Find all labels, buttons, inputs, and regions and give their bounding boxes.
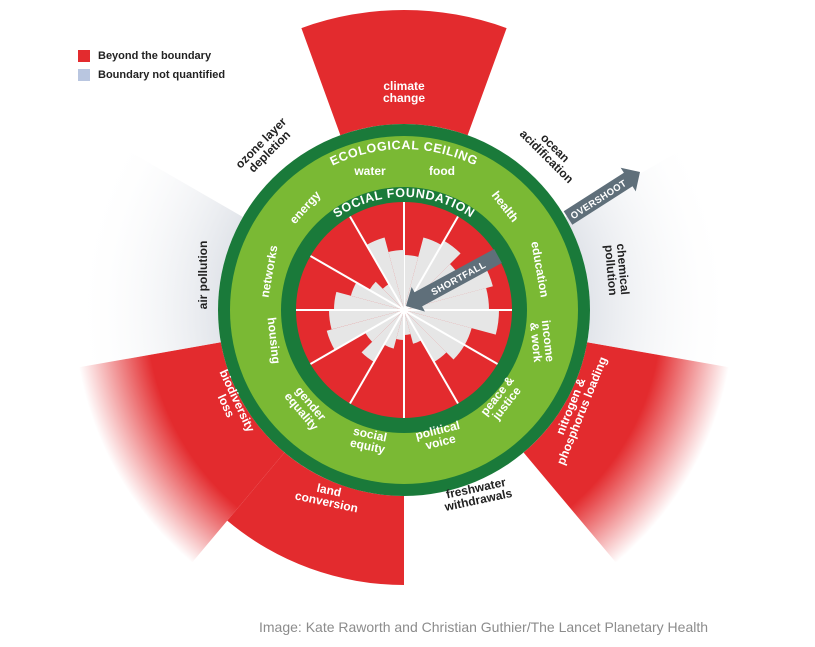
shortfall-sector [382,284,404,310]
shortfall-sector [329,310,404,330]
shortfall-sector [396,310,404,340]
sector-divider [349,215,405,311]
social-label-food: food [429,164,455,178]
social-label-water: water [353,164,386,178]
legend-label-not-quantified: Boundary not quantified [98,68,226,81]
legend-item-beyond: Beyond the boundary [78,46,225,65]
shortfall-sector [404,255,419,310]
sector-divider [403,309,459,405]
shortfall-sector [404,310,447,362]
air-pollution-wedge [73,145,243,368]
shortfall-sector [404,310,499,335]
shortfall-sector [388,250,404,310]
legend-swatch-red [78,49,90,62]
legend-label-beyond: Beyond the boundary [98,49,212,62]
legend-item-not-quantified: Boundary not quantified [78,65,225,84]
legend-swatch-blue [78,68,90,81]
social-label-income-work: income& work [527,319,557,364]
nitrogen-phosphorus-wedge [523,342,729,563]
boundary-label-air-pollution: air pollution [196,241,210,310]
shortfall-sector [361,310,404,362]
climate-change-wedge [301,9,507,136]
legend: Beyond the boundary Boundary not quantif… [78,46,225,84]
land-conversion-wedge [227,452,404,585]
sector-divider [309,309,405,365]
sector-divider [349,309,405,405]
sector-divider [403,309,499,365]
shortfall-sector [365,310,404,342]
chemical-pollution-wedge [565,145,734,368]
shortfall-sector [404,310,465,360]
biodiversity-wedge [79,342,285,563]
boundary-label-chemical-pollution: chemicalpollution [602,243,632,296]
shortfall-sector [369,281,404,310]
image-credit: Image: Kate Raworth and Christian Guthie… [259,619,709,635]
shortfall-sector [334,291,404,310]
shortfall-sector [404,310,411,335]
social-label-housing: housing [265,317,284,365]
sector-divider [309,255,405,311]
